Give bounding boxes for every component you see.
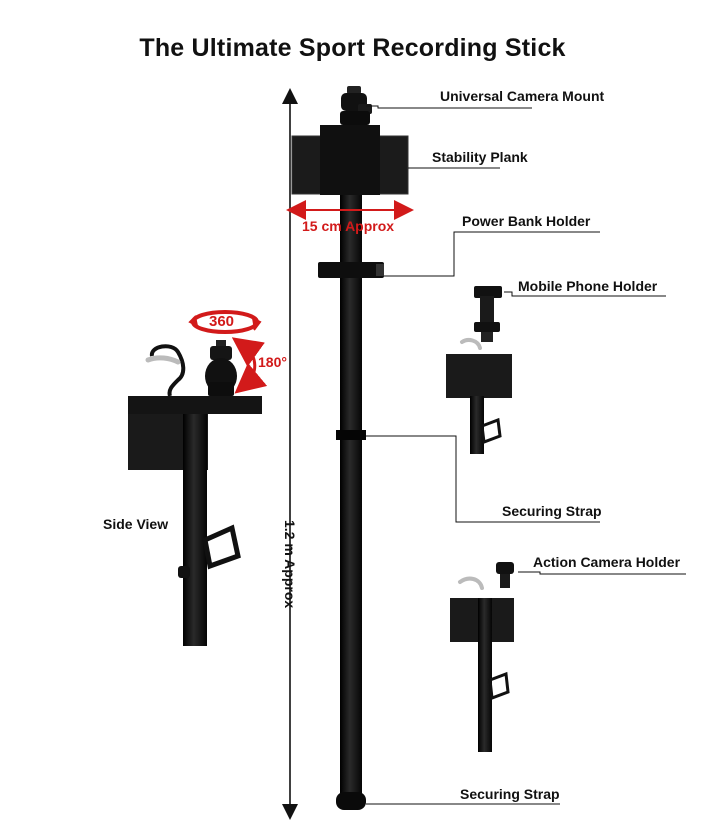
leader-strap-mid [366,435,600,523]
label-stability-plank: Stability Plank [432,149,528,165]
label-securing-strap-mid: Securing Strap [502,503,602,519]
leader-phone-holder [504,291,666,297]
label-action-camera-holder: Action Camera Holder [533,554,681,570]
page-title: The Ultimate Sport Recording Stick [139,34,566,62]
leader-action-camera [518,571,686,575]
label-power-bank-holder: Power Bank Holder [462,213,591,229]
side-view-illustration [128,340,262,646]
label-rotation-360: 360 [209,313,235,330]
mobile-phone-variant [446,286,512,454]
tilt-arrow [231,337,268,394]
label-tilt-180: 180° [258,354,287,370]
label-universal-camera-mount: Universal Camera Mount [440,88,605,104]
label-width-dimension: 15 cm Approx [302,218,395,234]
leader-power-bank [384,231,600,277]
label-securing-strap-bottom: Securing Strap [460,786,560,802]
main-stick [291,86,409,810]
label-mobile-phone-holder: Mobile Phone Holder [518,278,658,294]
label-side-view: Side View [103,516,169,532]
leader-camera-mount [366,105,532,109]
action-camera-variant [450,562,514,752]
label-height-dimension: 1.2 m Approx [282,520,298,609]
